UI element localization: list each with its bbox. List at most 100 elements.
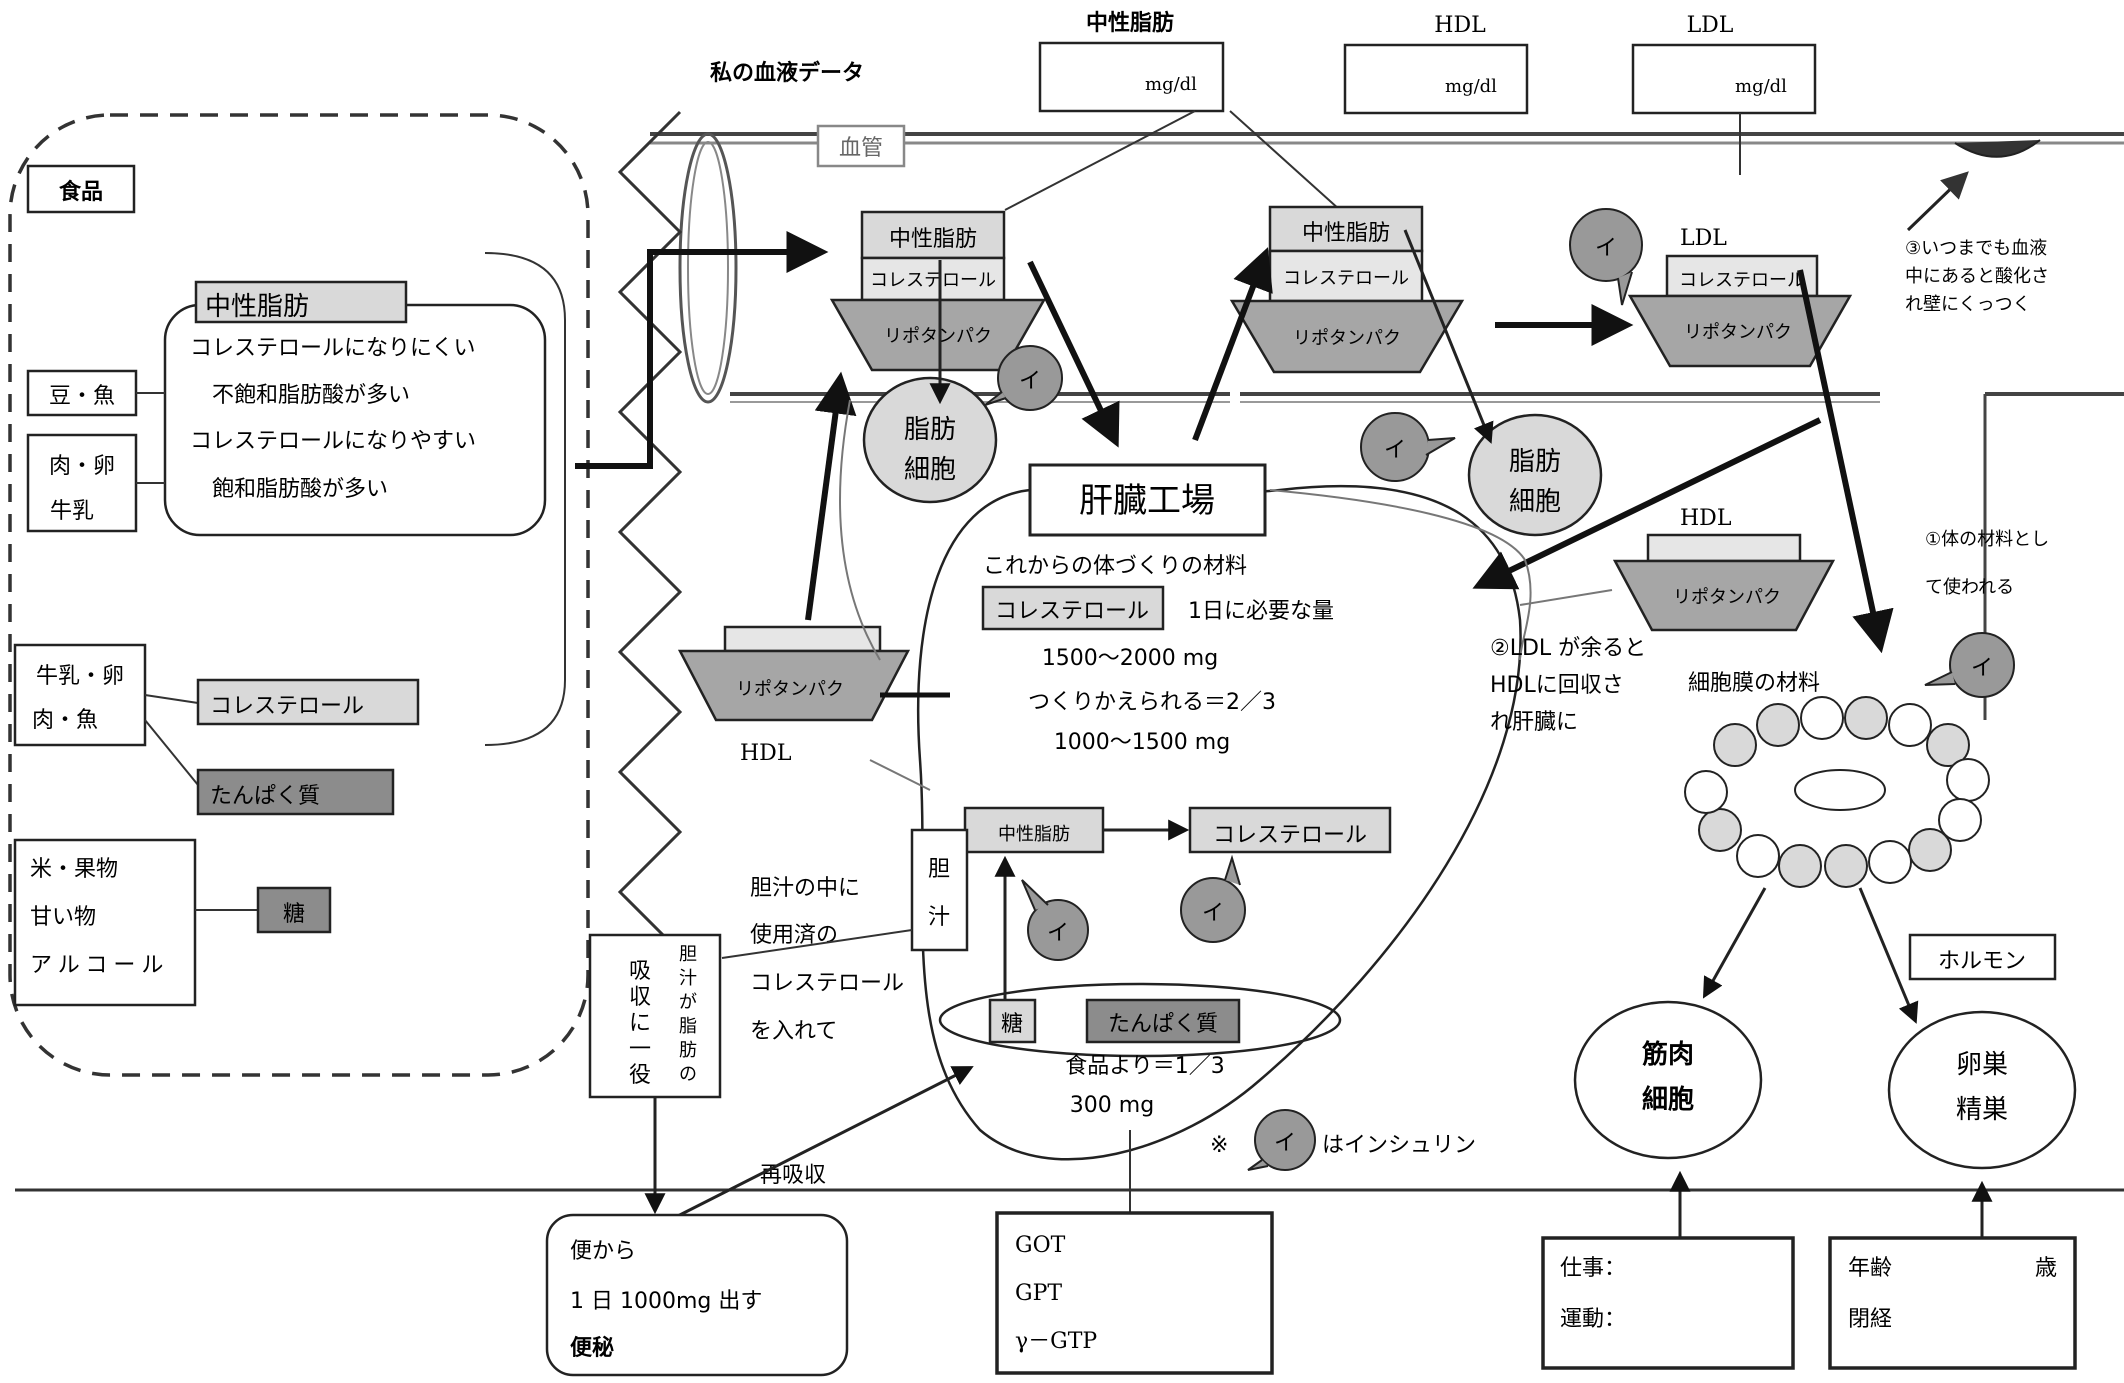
svg-text:リポタンパク: リポタンパク	[1684, 322, 1792, 343]
from-food: 食品より＝1／3	[1065, 1054, 1225, 1079]
svg-text:が: が	[679, 992, 697, 1013]
membrane-label: 細胞膜の材料	[1688, 671, 1820, 696]
absorption-arrow	[575, 231, 829, 469]
hdl-collect-2: HDLに回収さ	[1490, 673, 1624, 698]
food-brace	[484, 252, 566, 746]
fat-line-4: 飽和脂肪酸が多い	[212, 477, 388, 502]
svg-text:イ: イ	[1274, 1131, 1296, 1156]
adipose-cell-1: 脂肪 細胞	[862, 376, 998, 504]
food-protein-box	[196, 768, 395, 816]
bile-absorb-box	[588, 933, 722, 1099]
insulin-bubble-5: イ	[1021, 879, 1089, 961]
food-cholesterol: コレステロール	[210, 694, 364, 719]
liver-protein: たんぱく質	[1108, 1012, 1218, 1037]
lifestyle-input-box[interactable]	[1541, 1236, 1795, 1370]
insulin-bubble-1: イ	[984, 345, 1063, 411]
liver-test-gpt: GPT	[1015, 1281, 1062, 1306]
blood-data-title: 私の血液データ	[710, 60, 864, 86]
svg-text:HDL: HDL	[740, 741, 792, 766]
fat-line-3: コレステロールになりやすい	[190, 429, 476, 454]
liver-protein-box	[1085, 998, 1241, 1044]
lipoprotein-ldl: LDL コレステロール リポタンパク	[1627, 226, 1853, 368]
svg-text:イ: イ	[1202, 901, 1224, 926]
liver-subtitle: これからの体づくりの材料	[983, 554, 1247, 579]
body-material-2: て使われる	[1925, 577, 2014, 598]
hormone-label: ホルモン	[1938, 949, 2026, 974]
rice-1: 米・果物	[30, 857, 118, 882]
ldl-label: LDL	[1687, 13, 1734, 38]
hdl-input-box[interactable]	[1343, 43, 1529, 115]
liver-chol-box-2	[1188, 806, 1392, 854]
svg-text:の: の	[679, 1064, 697, 1085]
stool-1: 便から	[570, 1239, 636, 1264]
fat-line-1: コレステロールになりにくい	[190, 336, 476, 361]
fat-title: 中性脂肪	[205, 292, 309, 322]
bile-vertical-1: 胆 汁 が 脂 肪 の	[679, 944, 697, 1085]
bile-note-4: を入れて	[750, 1019, 837, 1044]
arrow-liver-out	[1192, 247, 1273, 442]
tg-input-box[interactable]	[1038, 41, 1225, 113]
svg-text:イ: イ	[1595, 236, 1617, 261]
svg-text:細胞: 細胞	[1509, 487, 1561, 517]
reabsorb-label: 再吸収	[760, 1163, 826, 1188]
liver-fat-box	[963, 806, 1105, 854]
svg-text:リポタンパク: リポタンパク	[1293, 328, 1401, 349]
work-label: 仕事：	[1560, 1256, 1626, 1281]
liver-chol: コレステロール	[995, 599, 1149, 624]
svg-text:LDL: LDL	[1680, 226, 1727, 251]
liver-fat: 中性脂肪	[998, 824, 1070, 845]
food-sugar: 糖	[283, 902, 305, 927]
liver-title: 肝臓工場	[1079, 481, 1215, 521]
svg-text:イ: イ	[1971, 656, 1993, 681]
svg-text:に: に	[629, 1011, 651, 1036]
svg-text:イ: イ	[1019, 369, 1041, 394]
hdl-unit: mg/dl	[1445, 76, 1497, 97]
arrow-to-liver	[1027, 260, 1120, 448]
svg-text:卵巣: 卵巣	[1956, 1050, 2008, 1080]
svg-text:肪: 肪	[679, 1040, 697, 1061]
insulin-bubble-6: イ	[1180, 854, 1246, 943]
lipoprotein-2: 中性脂肪 コレステロール リポタンパク	[1229, 205, 1465, 374]
oxidize-2: 中にあると酸化さ	[1905, 266, 2049, 287]
muscle-cell: 筋肉 細胞	[1573, 1000, 1763, 1160]
svg-text:吸: 吸	[629, 959, 651, 984]
vessel-label: 血管	[839, 136, 883, 161]
vessel-label-box	[816, 124, 906, 168]
tg-label: 中性脂肪	[1086, 10, 1174, 36]
liver-outline	[916, 485, 1522, 1161]
tg-unit: mg/dl	[1145, 74, 1197, 95]
fat-line-2: 不飽和脂肪酸が多い	[212, 383, 410, 408]
lipoprotein-1: 中性脂肪 コレステロール リポタンパク	[829, 210, 1047, 372]
food-region	[8, 113, 590, 1077]
food-protein: たんぱく質	[210, 784, 320, 809]
recycled: つくりかえられる＝2／3	[1028, 690, 1276, 715]
insulin-legend-prefix: ※	[1210, 1133, 1228, 1158]
arrow-ldl-cell	[1797, 269, 1894, 654]
insulin-bubble-4: イ	[1924, 632, 2015, 698]
arrow-ldl-hdl	[1472, 417, 1822, 590]
stool-box	[545, 1213, 849, 1377]
svg-text:HDL: HDL	[1680, 506, 1732, 531]
food-amount: 300 mg	[1070, 1093, 1154, 1118]
svg-text:一: 一	[629, 1037, 651, 1062]
bile-vertical-2: 吸 収 に 一 役	[629, 959, 651, 1088]
insulin-bubble-legend: イ	[1247, 1109, 1316, 1171]
bile-1: 胆	[928, 857, 950, 882]
hdl-collect-3: れ肝臓に	[1490, 710, 1578, 735]
recycled-amount: 1000～1500 mg	[1054, 730, 1230, 755]
svg-text:役: 役	[629, 1063, 651, 1088]
age-input-box[interactable]	[1828, 1236, 2077, 1370]
svg-text:コレステロール: コレステロール	[1283, 268, 1409, 289]
liver-title-box	[1028, 463, 1267, 537]
svg-text:細胞: 細胞	[904, 455, 956, 485]
meat-egg-1: 肉・卵	[49, 454, 115, 479]
svg-text:精巣: 精巣	[1956, 1095, 2008, 1125]
daily-amount: 1500～2000 mg	[1042, 646, 1218, 671]
rice-box	[13, 838, 197, 1007]
svg-text:汁: 汁	[679, 968, 697, 989]
liver-test-box[interactable]	[995, 1211, 1274, 1375]
food-cholesterol-box	[196, 678, 420, 726]
bile-note-2: 使用済の	[750, 923, 838, 948]
ldl-input-box[interactable]	[1631, 43, 1817, 115]
